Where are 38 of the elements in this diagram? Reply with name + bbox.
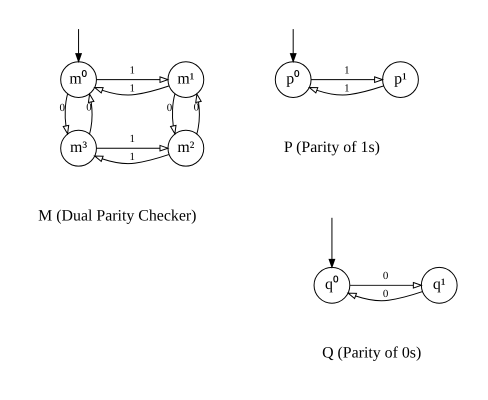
arrow xyxy=(170,94,177,136)
edge-label: 0 xyxy=(86,102,92,114)
edge-label: 0 xyxy=(166,102,172,114)
arrow xyxy=(310,76,384,84)
node-circle: q⁰ xyxy=(314,266,350,304)
arrow xyxy=(350,282,423,289)
node-circle: m³ xyxy=(60,130,97,167)
arrow xyxy=(346,291,423,302)
arrow xyxy=(328,217,336,269)
arrow xyxy=(96,76,170,84)
node-circle: m² xyxy=(168,130,204,167)
node-circle: p⁰ xyxy=(274,61,312,98)
edge-label: 0 xyxy=(59,102,65,114)
edge-label: 1 xyxy=(129,82,135,94)
node-circle: p¹ xyxy=(382,61,419,98)
edge-label: 1 xyxy=(344,64,350,76)
arrow xyxy=(308,85,384,96)
arrow xyxy=(88,92,95,134)
arrow xyxy=(96,144,170,152)
edge-label: 1 xyxy=(344,82,350,94)
node-circle: q¹ xyxy=(420,266,458,304)
edge-label: 1 xyxy=(129,133,135,146)
node-circle: m¹ xyxy=(168,61,204,98)
edge-label: 0 xyxy=(382,288,388,300)
edge-label: 1 xyxy=(129,150,135,163)
edge-label: 0 xyxy=(194,102,200,114)
label: M (Dual Parity Checker) xyxy=(38,208,196,225)
edge-label: 1 xyxy=(129,64,135,76)
arrow xyxy=(93,85,170,96)
arrow xyxy=(195,92,202,134)
arrow xyxy=(290,28,297,64)
arrow xyxy=(75,28,82,64)
arrow xyxy=(93,154,170,164)
label: P (Parity of 1s) xyxy=(284,138,380,156)
arrow xyxy=(62,94,70,136)
label: Q (Parity of 0s) xyxy=(322,344,422,362)
edge-label: 0 xyxy=(382,270,388,282)
node-circle: m⁰ xyxy=(60,61,97,98)
